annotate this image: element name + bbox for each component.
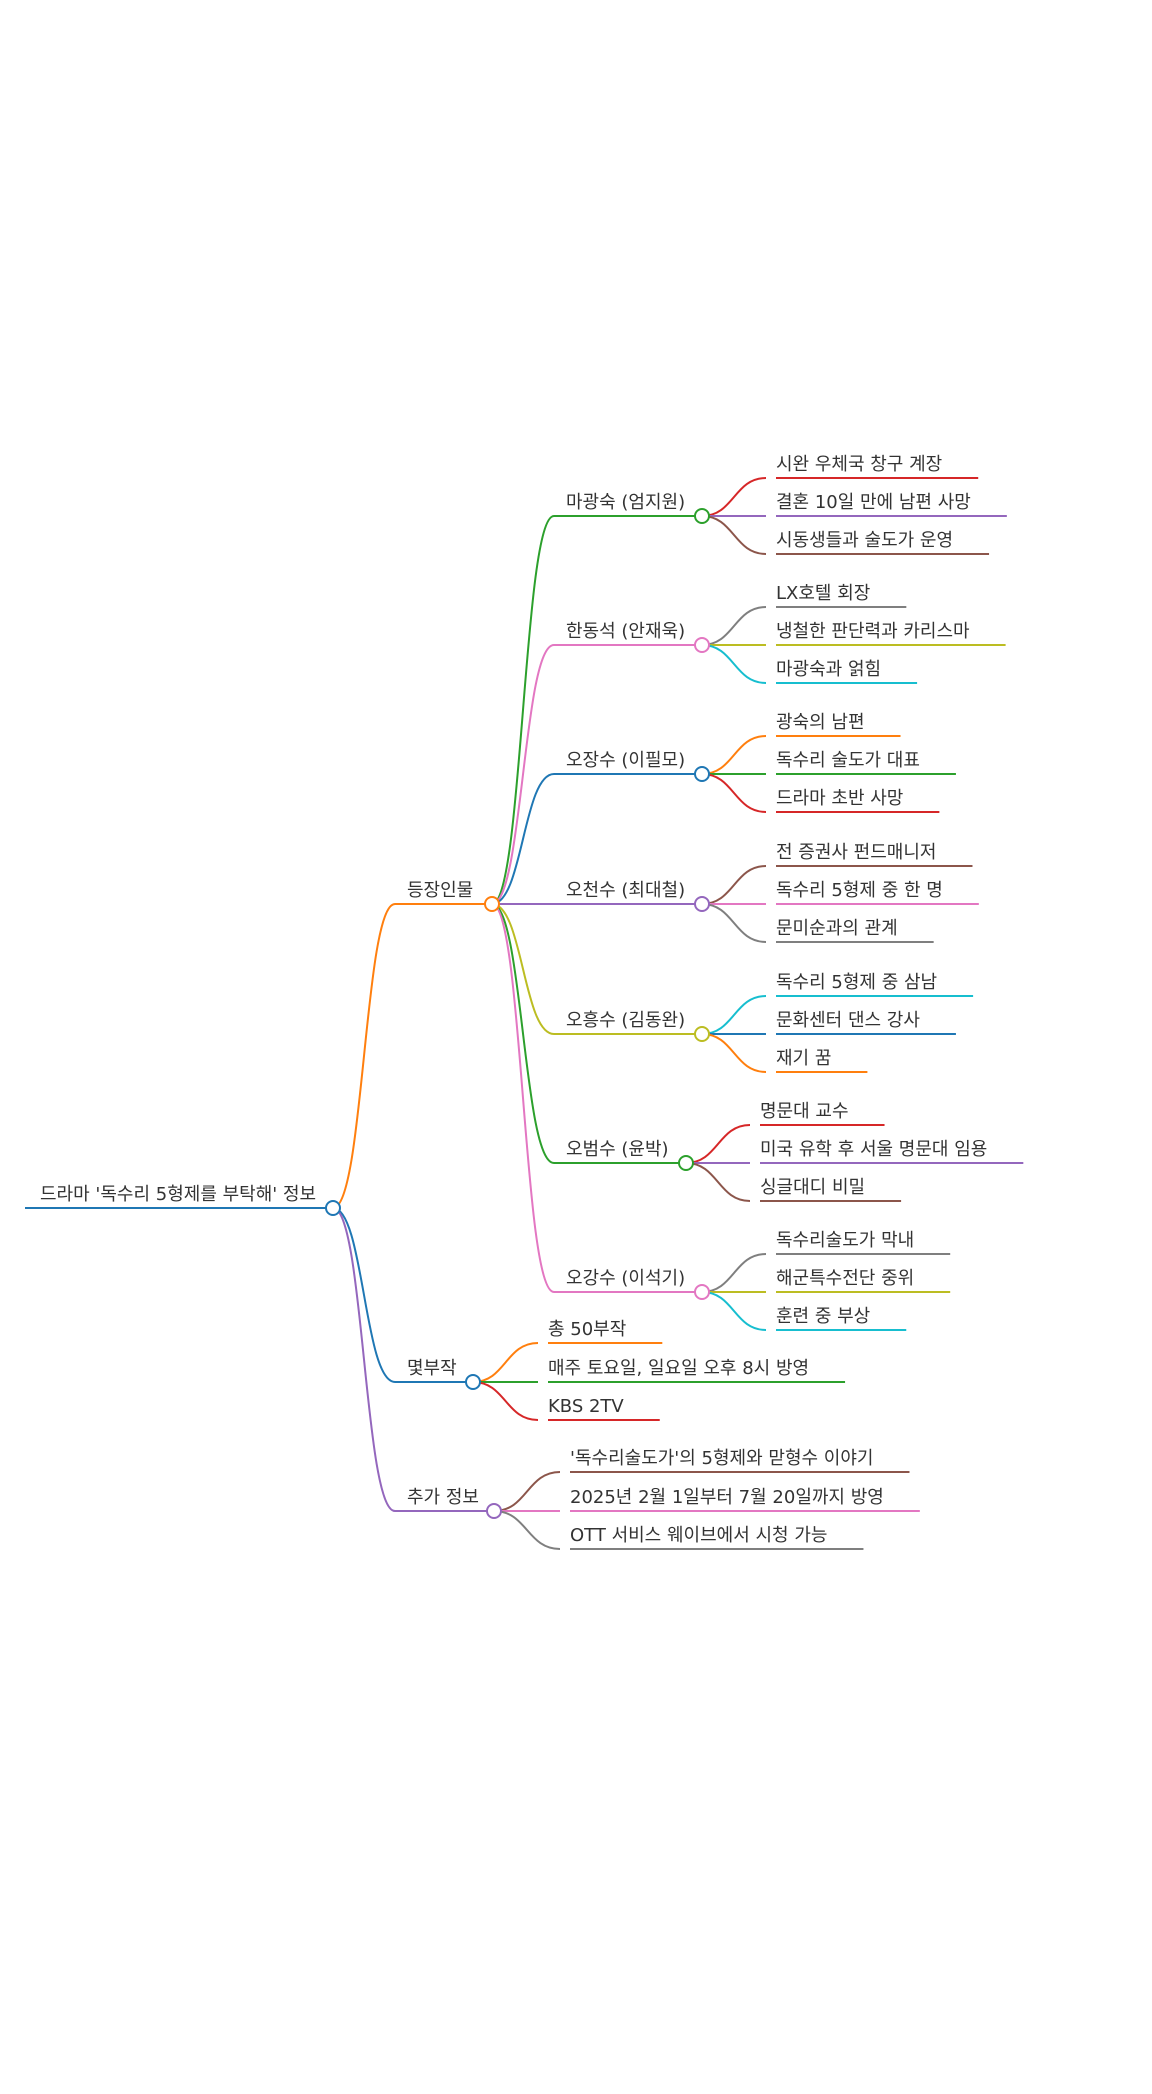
character-dot-0[interactable] [694,508,710,524]
character-2-leaf-2[interactable]: 드라마 초반 사망 [776,788,903,809]
extra-leaf-1[interactable]: 2025년 2월 1일부터 7월 20일까지 방영 [570,1487,884,1508]
character-0-leaf-link-0 [701,477,767,517]
character-6-leaf-0[interactable]: 독수리술도가 막내 [776,1230,914,1251]
character-5-leaf-link-0 [685,1124,751,1164]
root-node-label[interactable]: 드라마 '독수리 5형제를 부탁해' 정보 [40,1184,316,1205]
episodes-leaf-0[interactable]: 총 50부작 [548,1319,626,1340]
branch-link-extra [332,1207,396,1512]
character-5-leaf-2[interactable]: 싱글대디 비밀 [760,1177,865,1198]
character-link-1 [491,644,555,905]
branch-label-extra[interactable]: 추가 정보 [407,1487,479,1508]
extra-leaf-2[interactable]: OTT 서비스 웨이브에서 시청 가능 [570,1525,827,1546]
character-4-leaf-0[interactable]: 독수리 5형제 중 삼남 [776,972,937,993]
character-0-leaf-link-2 [701,515,767,555]
character-node-5[interactable]: 오범수 (윤박) [566,1139,669,1160]
branch-link-characters [332,903,396,1209]
character-link-5 [491,903,555,1164]
character-4-leaf-link-2 [701,1033,767,1073]
character-link-0 [491,515,555,905]
character-3-leaf-1[interactable]: 독수리 5형제 중 한 명 [776,880,943,901]
character-1-leaf-1[interactable]: 냉철한 판단력과 카리스마 [776,621,970,642]
character-0-leaf-1[interactable]: 결혼 10일 만에 남편 사망 [776,492,971,513]
extra-leaf-link-0 [493,1471,561,1512]
branch-link-episodes [332,1207,396,1383]
episodes-leaf-1[interactable]: 매주 토요일, 일요일 오후 8시 방영 [548,1358,809,1379]
character-5-leaf-0[interactable]: 명문대 교수 [760,1101,849,1122]
character-dot-6[interactable] [694,1284,710,1300]
episodes-leaf-link-2 [472,1381,539,1421]
character-1-leaf-2[interactable]: 마광숙과 얽힘 [776,659,881,680]
branch-dot-characters[interactable] [484,896,500,912]
character-node-6[interactable]: 오강수 (이석기) [566,1268,685,1289]
character-node-4[interactable]: 오흥수 (김동완) [566,1010,685,1031]
character-dot-3[interactable] [694,896,710,912]
character-5-leaf-link-2 [685,1162,751,1202]
character-dot-2[interactable] [694,766,710,782]
character-1-leaf-link-2 [701,644,767,684]
character-link-2 [491,773,555,905]
character-3-leaf-link-0 [701,865,767,905]
character-dot-4[interactable] [694,1026,710,1042]
character-6-leaf-link-2 [701,1291,767,1331]
character-link-6 [491,903,555,1293]
character-link-4 [491,903,555,1035]
character-0-leaf-2[interactable]: 시동생들과 술도가 운영 [776,530,953,551]
character-node-1[interactable]: 한동석 (안재욱) [566,621,685,642]
episodes-leaf-2[interactable]: KBS 2TV [548,1396,624,1417]
mindmap-nodes: 드라마 '독수리 5형제를 부탁해' 정보 등장인물 마광숙 (엄지원) 시완 우체국… [40,454,987,1546]
branch-dot-extra[interactable] [486,1503,502,1519]
character-6-leaf-1[interactable]: 해군특수전단 중위 [776,1268,914,1289]
branch-dot-episodes[interactable] [465,1374,481,1390]
extra-leaf-0[interactable]: '독수리술도가'의 5형제와 맏형수 이야기 [570,1448,873,1469]
branch-label-episodes[interactable]: 몇부작 [407,1358,457,1379]
character-4-leaf-1[interactable]: 문화센터 댄스 강사 [776,1010,920,1031]
character-2-leaf-link-0 [701,735,767,775]
character-4-leaf-link-0 [701,995,767,1035]
character-3-leaf-0[interactable]: 전 증권사 펀드매니저 [776,842,936,863]
character-1-leaf-0[interactable]: LX호텔 회장 [776,583,870,604]
character-node-2[interactable]: 오장수 (이필모) [566,750,685,771]
character-2-leaf-1[interactable]: 독수리 술도가 대표 [776,750,920,771]
character-6-leaf-link-0 [701,1253,767,1293]
character-2-leaf-link-2 [701,773,767,813]
extra-leaf-link-2 [493,1510,561,1550]
character-4-leaf-2[interactable]: 재기 꿈 [776,1048,831,1069]
mindmap-links [25,477,1024,1550]
character-2-leaf-0[interactable]: 광숙의 남편 [776,712,865,733]
branch-label-characters[interactable]: 등장인물 [407,880,473,901]
episodes-leaf-link-0 [472,1342,539,1383]
character-dot-5[interactable] [678,1155,694,1171]
character-0-leaf-0[interactable]: 시완 우체국 창구 계장 [776,454,942,475]
character-node-3[interactable]: 오천수 (최대철) [566,880,685,901]
character-3-leaf-2[interactable]: 문미순과의 관계 [776,918,898,939]
character-1-leaf-link-0 [701,606,767,646]
character-node-0[interactable]: 마광숙 (엄지원) [566,492,685,513]
character-3-leaf-link-2 [701,903,767,943]
root-dot[interactable] [325,1200,341,1216]
character-dot-1[interactable] [694,637,710,653]
character-6-leaf-2[interactable]: 훈련 중 부상 [776,1306,870,1327]
character-5-leaf-1[interactable]: 미국 유학 후 서울 명문대 임용 [760,1139,987,1160]
